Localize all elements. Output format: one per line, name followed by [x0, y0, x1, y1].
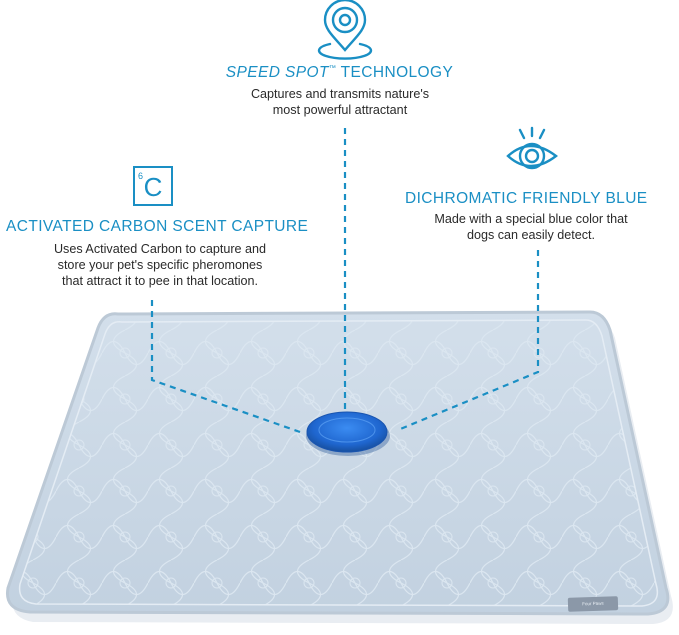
eye-icon [506, 126, 558, 170]
element-symbol: C [143, 172, 163, 202]
speed-spot-desc-line2: most powerful attractant [272, 103, 408, 117]
speed-spot-desc-line1: Captures and transmits nature's [250, 87, 430, 101]
pad-hem [18, 319, 659, 607]
dichromatic-description: Made with a special blue color that dogs… [390, 211, 672, 243]
carbon-desc-line3: that attract it to pee in that location. [61, 274, 259, 288]
carbon-description: Uses Activated Carbon to capture and sto… [10, 241, 310, 289]
speed-spot-heading-rest: TECHNOLOGY [336, 64, 454, 81]
pad-quilt-pattern [19, 320, 658, 606]
brand-tag: Four Paws [567, 596, 619, 612]
carbon-desc-line2: store your pet's specific pheromones [57, 258, 263, 272]
dichromatic-heading: DICHROMATIC FRIENDLY BLUE [405, 190, 648, 207]
speed-spot-heading-em: SPEED SPOT [225, 64, 329, 81]
carbon-desc-line1: Uses Activated Carbon to capture and [53, 242, 267, 256]
dichromatic-desc-line2: dogs can easily detect. [466, 228, 596, 242]
trademark-mark: ™ [328, 65, 337, 72]
speed-spot-texture [318, 417, 376, 443]
leader-lines [150, 128, 540, 434]
location-pin-icon [317, 0, 373, 60]
speed-spot-description: Captures and transmits nature's most pow… [190, 86, 490, 118]
dichromatic-desc-line1: Made with a special blue color that [434, 212, 628, 226]
speed-spot-heading: SPEED SPOT™ TECHNOLOGY [0, 64, 679, 82]
carbon-heading: ACTIVATED CARBON SCENT CAPTURE [6, 218, 309, 235]
element-number: 6 [138, 171, 144, 181]
carbon-element-icon: 6 C [133, 166, 173, 206]
